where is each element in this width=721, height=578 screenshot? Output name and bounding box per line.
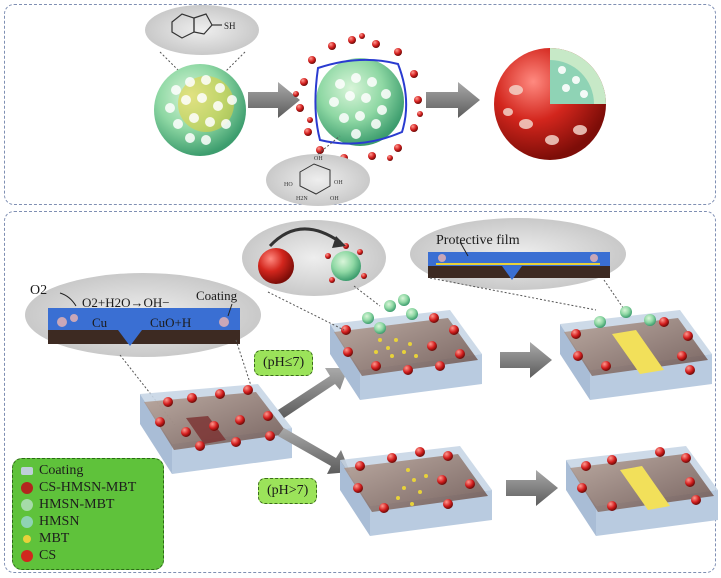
arrow-to-acidic (278, 368, 348, 418)
protective-film-inset (410, 218, 631, 319)
arrow-to-basic (278, 428, 350, 474)
protected-substrate (560, 306, 712, 400)
arrow-top-2 (426, 82, 480, 118)
cu-label: Cu (92, 315, 108, 330)
hmsn-swatch-icon (21, 516, 33, 528)
oxygen-label: O2 (30, 283, 47, 298)
hydroxyl-label-4: OH (330, 196, 339, 202)
legend-item-coating: Coating (21, 463, 83, 479)
legend-label: MBT (39, 531, 70, 546)
coating-swatch-icon (21, 467, 33, 475)
amine-label: H2N (296, 196, 308, 202)
legend-item-cs: CS (21, 548, 56, 564)
basic-protected-substrate (566, 446, 718, 536)
mbt-swatch-icon (23, 535, 31, 543)
release-inset-bubble (242, 220, 386, 331)
legend-item-hmsn: HMSN (21, 514, 79, 530)
legend-item-mbt: MBT (21, 531, 69, 547)
product-label: CuO+H (150, 315, 191, 330)
bottom-panel (4, 211, 716, 573)
basic-substrate (340, 446, 492, 536)
legend-label: HMSN (39, 514, 80, 529)
hydroxyl-label-1: OH (314, 156, 323, 162)
hmsn-mbt-sphere (154, 64, 246, 156)
legend: Coating CS-HMSN-MBT HMSN-MBT HMSN MBT CS (12, 458, 164, 570)
hydroxyl-label-3: OH (334, 180, 343, 186)
reaction-equation: O2+H2O→OH− (82, 295, 170, 310)
coating-label: Coating (196, 288, 238, 303)
basic-condition-label: (pH>7) (258, 478, 318, 504)
acidic-release-substrate (330, 294, 482, 400)
thiol-label: SH (224, 21, 236, 31)
initial-coated-substrate (140, 384, 292, 474)
top-panel (4, 4, 716, 205)
legend-label: CS (39, 548, 57, 563)
arrow-top-1 (248, 82, 300, 118)
hmsn-mbt-swatch-icon (21, 499, 33, 511)
corrosion-inset (25, 273, 261, 357)
arrow-acidic-right (500, 342, 552, 378)
chitosan-unit-bubble: OH HO OH H2N OH (266, 135, 370, 206)
acidic-condition-label: (pH≤7) (254, 350, 314, 376)
protective-film-label: Protective film (436, 233, 520, 248)
arrow-basic-right (506, 470, 558, 506)
legend-item-hmsn-mbt: HMSN-MBT (21, 497, 114, 513)
legend-item-cs-hmsn-mbt: CS-HMSN-MBT (21, 480, 136, 496)
hmsn-cs-assembly (293, 33, 423, 162)
hydroxyl-label-2: HO (284, 182, 293, 188)
legend-label: CS-HMSN-MBT (39, 480, 137, 495)
cs-hmsn-mbt-swatch-icon (21, 482, 33, 494)
legend-label: Coating (39, 463, 84, 478)
cs-swatch-icon (21, 550, 33, 562)
legend-label: HMSN-MBT (39, 497, 115, 512)
cs-hmsn-mbt-sphere (494, 48, 606, 160)
mbt-molecule-bubble: SH (145, 5, 259, 73)
